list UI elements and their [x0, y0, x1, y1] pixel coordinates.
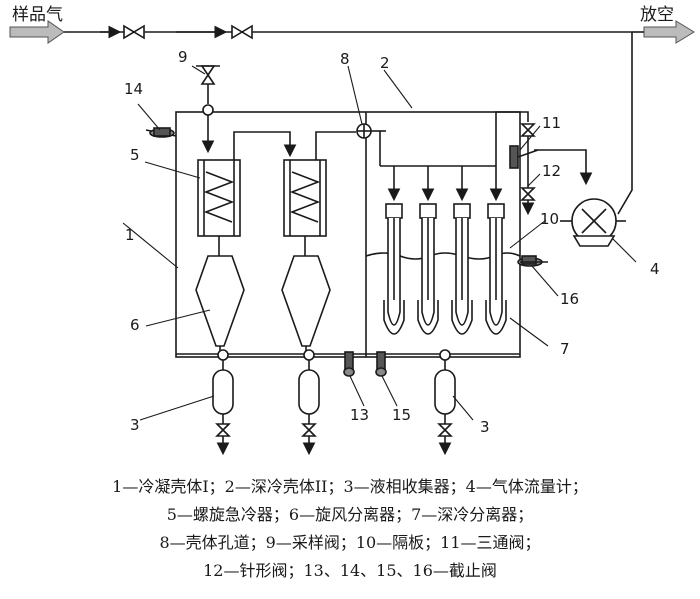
legend-line-4: 12—针形阀；13、14、15、16—截止阀 — [203, 561, 497, 580]
vent-line — [617, 32, 633, 215]
outlet-label: 放空 — [640, 5, 674, 25]
label-14: 14 — [124, 80, 143, 98]
inlet-arrow — [9, 20, 65, 44]
cyclone-separator-1 — [195, 236, 245, 352]
cryo-separator-1 — [383, 203, 405, 335]
legend-line-2: 5—螺旋急冷器；6—旋风分离器；7—深冷分离器； — [166, 505, 534, 524]
bottom-port-3 — [439, 349, 451, 361]
bottom-port-1 — [217, 349, 229, 361]
gas-flow-meter — [560, 198, 626, 247]
inlet-valve-2 — [231, 24, 253, 40]
cyclone-separator-2 — [281, 236, 331, 352]
label-2: 2 — [380, 54, 390, 72]
label-5: 5 — [130, 146, 140, 164]
inlet-label: 样品气 — [12, 5, 63, 25]
label-11: 11 — [542, 114, 561, 132]
legend-line-3: 8—壳体孔道；9—采样阀；10—隔板；11—三通阀； — [159, 533, 541, 552]
label-15: 15 — [392, 406, 411, 424]
three-way-valve — [509, 123, 539, 172]
label-8: 8 — [340, 50, 350, 68]
label-4: 4 — [650, 260, 660, 278]
liquid-collector-2 — [298, 360, 320, 456]
label-12: 12 — [542, 162, 561, 180]
label-9: 9 — [178, 48, 188, 66]
label-13: 13 — [350, 406, 369, 424]
liquid-collector-1 — [212, 360, 234, 456]
stop-valve-15 — [375, 351, 387, 377]
inlet-valve-1 — [123, 24, 145, 40]
stop-valve-13 — [343, 351, 355, 377]
label-7: 7 — [560, 340, 570, 358]
label-3a: 3 — [130, 416, 140, 434]
spiral-quencher-1 — [197, 159, 241, 237]
needle-valve — [520, 172, 536, 216]
stop-valve-14 — [145, 127, 177, 138]
label-10: 10 — [540, 210, 559, 228]
housing-port — [356, 123, 386, 139]
outlet-arrow — [643, 20, 695, 44]
cryo-separator-3 — [451, 203, 473, 335]
cryo-separator-2 — [417, 203, 439, 335]
bottom-port-2 — [303, 349, 315, 361]
leader-lines — [122, 65, 637, 421]
label-1: 1 — [125, 226, 135, 244]
label-6: 6 — [130, 316, 140, 334]
legend-line-1: 1—冷凝壳体I；2—深冷壳体II；3—液相收集器；4—气体流量计； — [112, 477, 588, 496]
sampling-valve — [196, 65, 220, 154]
cryo-separator-4 — [485, 203, 507, 335]
stop-valve-16 — [517, 255, 548, 267]
label-16: 16 — [560, 290, 579, 308]
label-3b: 3 — [480, 418, 490, 436]
spiral-quencher-2 — [283, 159, 327, 237]
liquid-collector-3 — [434, 360, 456, 456]
